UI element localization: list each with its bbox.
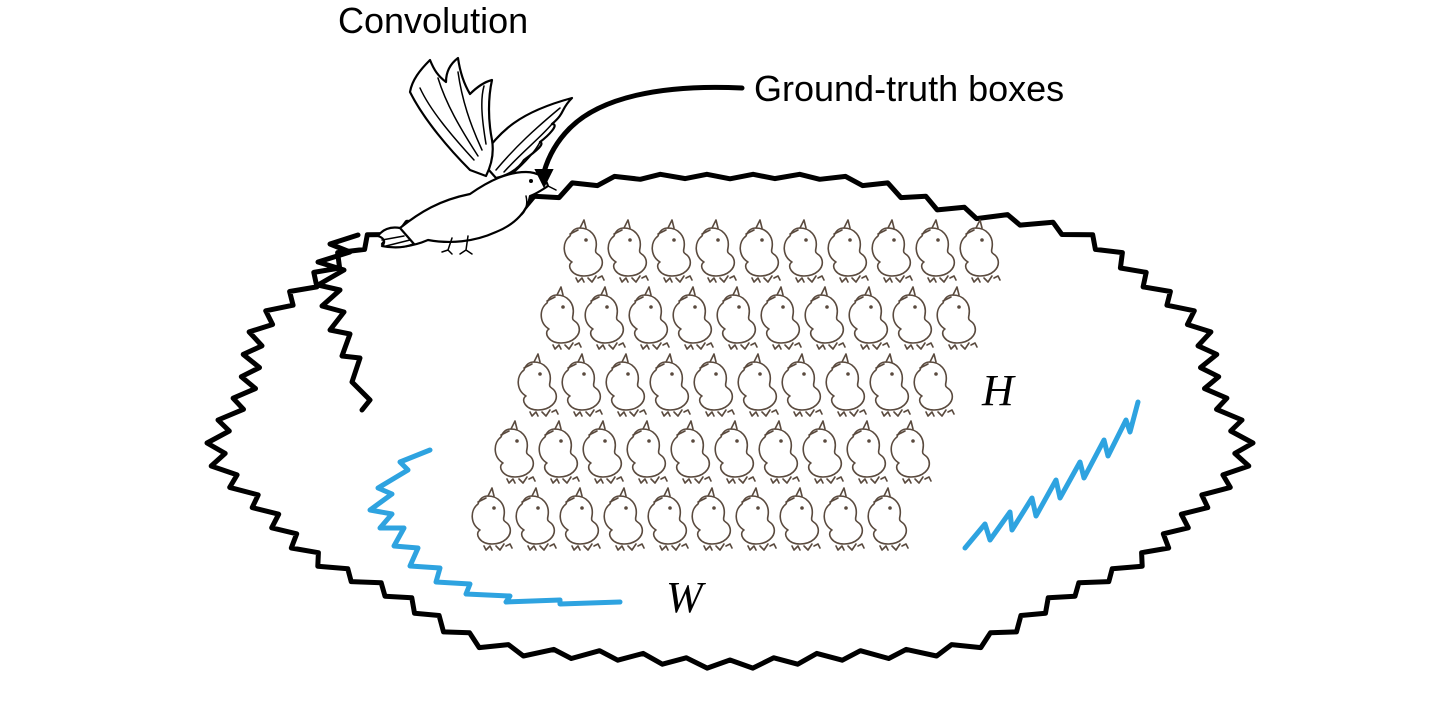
chick-icon <box>783 219 825 283</box>
chick-icon <box>913 353 955 417</box>
chick-icon <box>494 420 536 484</box>
chick-icon <box>871 219 913 283</box>
ground-truth-box-grid <box>471 219 1001 551</box>
chick-icon <box>540 286 582 350</box>
chick-icon <box>672 286 714 350</box>
chick-icon <box>670 420 712 484</box>
chick-icon <box>735 487 777 551</box>
chick-icon <box>584 286 626 350</box>
nest-blue-accent-left <box>367 447 623 607</box>
chick-icon <box>779 487 821 551</box>
chick-icon <box>802 420 844 484</box>
chick-icon <box>647 487 689 551</box>
chick-icon <box>605 353 647 417</box>
height-symbol: H <box>981 366 1016 415</box>
chick-icon <box>651 219 693 283</box>
chick-icon <box>848 286 890 350</box>
nest-outline <box>204 171 1256 671</box>
arrow-icon <box>534 84 745 189</box>
chick-icon <box>563 219 605 283</box>
chick-icon <box>628 286 670 350</box>
chick-icon <box>603 487 645 551</box>
chick-icon <box>781 353 823 417</box>
chick-icon <box>846 420 888 484</box>
chick-icon <box>517 353 559 417</box>
chick-icon <box>649 353 691 417</box>
chick-icon <box>538 420 580 484</box>
chick-icon <box>561 353 603 417</box>
nest-icon <box>204 171 1256 671</box>
nest-inner-tuft <box>315 232 373 413</box>
chick-icon <box>559 487 601 551</box>
chick-icon <box>582 420 624 484</box>
dove-icon <box>376 56 574 255</box>
chick-icon <box>695 219 737 283</box>
chick-icon <box>737 353 779 417</box>
chick-icon <box>760 286 802 350</box>
nest-blue-accent-right <box>962 399 1141 551</box>
convolution-label: Convolution <box>338 0 528 41</box>
chick-icon <box>716 286 758 350</box>
chick-icon <box>626 420 668 484</box>
ground-truth-label: Ground-truth boxes <box>754 68 1064 109</box>
chick-icon <box>827 219 869 283</box>
chick-icon <box>758 420 800 484</box>
chick-icon <box>915 219 957 283</box>
chick-icon <box>471 487 513 551</box>
chick-icon <box>804 286 846 350</box>
chick-icon <box>959 219 1001 283</box>
chick-icon <box>691 487 733 551</box>
width-symbol: W <box>666 573 706 622</box>
chick-icon <box>693 353 735 417</box>
chick-icon <box>892 286 934 350</box>
chick-icon <box>515 487 557 551</box>
chick-icon <box>823 487 865 551</box>
chick-icon <box>936 286 978 350</box>
chick-icon <box>825 353 867 417</box>
chick-icon <box>890 420 932 484</box>
chick-icon <box>867 487 909 551</box>
chick-icon <box>607 219 649 283</box>
chick-icon <box>714 420 756 484</box>
chick-icon <box>739 219 781 283</box>
chick-icon <box>869 353 911 417</box>
